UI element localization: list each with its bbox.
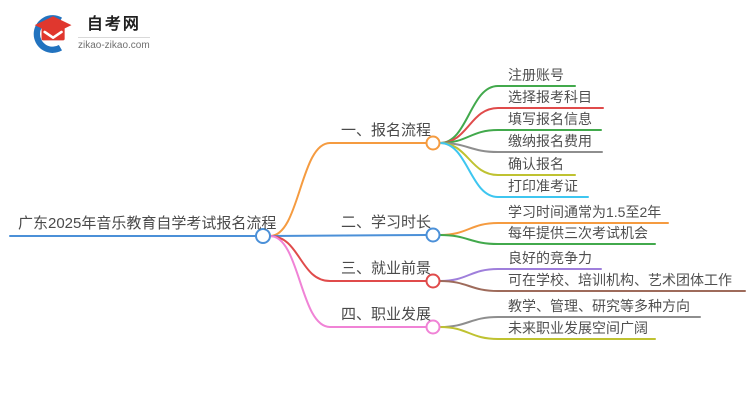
- handle-registration-process[interactable]: [425, 135, 441, 151]
- logo-divider: [78, 37, 150, 38]
- node-career-space[interactable]: 未来职业发展空间广阔: [508, 320, 648, 336]
- logo-graduation-cap-icon: [33, 15, 72, 53]
- connector-career-space: [439, 326, 656, 340]
- site-logo[interactable]: 自考网 zikao-zikao.com: [30, 12, 150, 54]
- handle-root-node[interactable]: [255, 228, 271, 244]
- connector-branch-study-duration: [269, 234, 427, 237]
- connector-register-account: [439, 85, 576, 144]
- connector-print-admission-ticket: [439, 142, 589, 198]
- node-exam-chances[interactable]: 每年提供三次考试机会: [508, 225, 648, 241]
- node-career-directions[interactable]: 教学、管理、研究等多种方向: [508, 298, 690, 314]
- node-pay-fee[interactable]: 缴纳报名费用: [508, 133, 592, 149]
- node-study-time[interactable]: 学习时间通常为1.5至2年: [508, 204, 662, 220]
- connector-exam-chances: [439, 234, 656, 245]
- branch-registration-process[interactable]: 一、报名流程: [341, 122, 432, 139]
- connector-workplaces: [439, 280, 746, 292]
- connector-branch-career-development: [269, 235, 427, 328]
- node-print-admission-ticket[interactable]: 打印准考证: [508, 178, 578, 194]
- connector-branch-registration-process: [269, 142, 427, 237]
- node-competitiveness[interactable]: 良好的竞争力: [508, 250, 592, 266]
- root-node-label[interactable]: 广东2025年音乐教育自学考试报名流程: [18, 215, 277, 232]
- branch-study-duration[interactable]: 二、学习时长: [341, 214, 432, 231]
- node-select-subjects[interactable]: 选择报考科目: [508, 89, 592, 105]
- branch-career-development[interactable]: 四、职业发展: [341, 306, 432, 323]
- handle-study-duration[interactable]: [425, 227, 441, 243]
- node-register-account[interactable]: 注册账号: [508, 67, 564, 83]
- site-domain: zikao-zikao.com: [78, 40, 150, 51]
- site-name: 自考网: [86, 16, 141, 33]
- node-confirm-registration[interactable]: 确认报名: [508, 156, 564, 172]
- node-fill-info[interactable]: 填写报名信息: [508, 111, 592, 127]
- handle-employment-prospects[interactable]: [425, 273, 441, 289]
- connector-branch-employment-prospects: [269, 235, 427, 282]
- logo-text-block: 自考网 zikao-zikao.com: [78, 14, 150, 52]
- handle-career-development[interactable]: [425, 319, 441, 335]
- node-workplaces[interactable]: 可在学校、培训机构、艺术团体工作: [508, 272, 732, 288]
- branch-employment-prospects[interactable]: 三、就业前景: [341, 260, 432, 277]
